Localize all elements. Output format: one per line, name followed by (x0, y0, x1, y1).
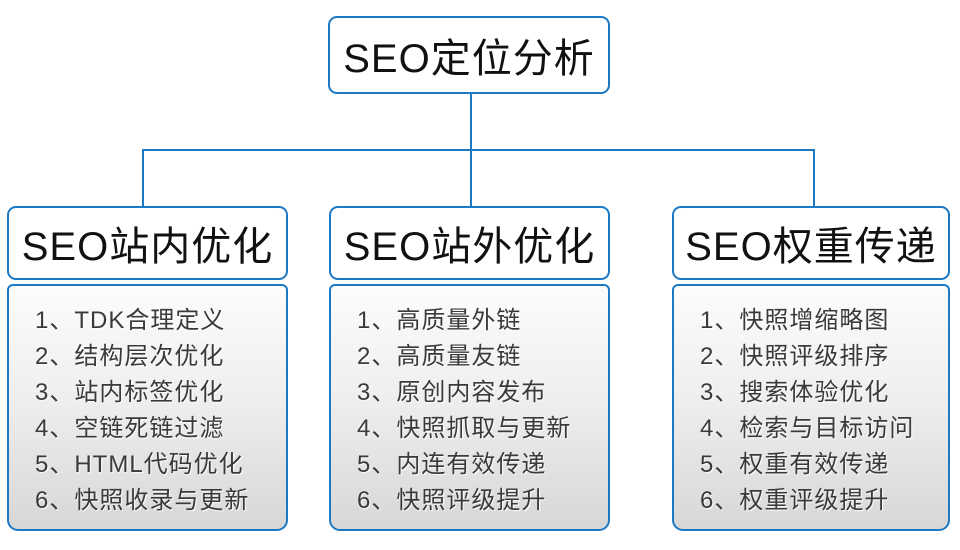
connector-horizontal (142, 149, 815, 151)
list-item: 2、快照评级排序 (700, 343, 890, 370)
connector-to-col3 (813, 149, 815, 208)
list-item: 3、站内标签优化 (35, 379, 225, 406)
column3-list: 1、快照增缩略图 2、快照评级排序 3、搜索体验优化 4、检索与目标访问 5、权… (672, 284, 950, 531)
column3-header: SEO权重传递 (672, 206, 950, 280)
root-node-title: SEO定位分析 (343, 37, 595, 81)
root-node: SEO定位分析 (328, 16, 610, 94)
list-item: 1、高质量外链 (357, 307, 522, 334)
list-item: 1、快照增缩略图 (700, 307, 890, 334)
list-item: 1、TDK合理定义 (35, 307, 226, 334)
list-item: 6、快照评级提升 (357, 487, 547, 514)
column1-title: SEO站内优化 (21, 225, 274, 269)
list-item: 5、HTML代码优化 (35, 451, 244, 478)
column1-list: 1、TDK合理定义 2、结构层次优化 3、站内标签优化 4、空链死链过滤 5、H… (7, 284, 288, 531)
list-item: 3、原创内容发布 (357, 379, 547, 406)
column2-title: SEO站外优化 (343, 225, 596, 269)
list-item: 2、高质量友链 (357, 343, 522, 370)
list-item: 5、内连有效传递 (357, 451, 547, 478)
list-item: 4、检索与目标访问 (700, 415, 915, 442)
column2-list: 1、高质量外链 2、高质量友链 3、原创内容发布 4、快照抓取与更新 5、内连有… (329, 284, 610, 531)
list-item: 3、搜索体验优化 (700, 379, 890, 406)
list-item: 5、权重有效传递 (700, 451, 890, 478)
list-item: 2、结构层次优化 (35, 343, 225, 370)
list-item: 6、快照收录与更新 (35, 487, 250, 514)
list-item: 4、空链死链过滤 (35, 415, 225, 442)
column3-title: SEO权重传递 (685, 225, 937, 269)
column2-header: SEO站外优化 (329, 206, 610, 280)
list-item: 6、权重评级提升 (700, 487, 890, 514)
column1-header: SEO站内优化 (7, 206, 288, 280)
list-item: 4、快照抓取与更新 (357, 415, 572, 442)
connector-to-col1 (142, 149, 144, 208)
